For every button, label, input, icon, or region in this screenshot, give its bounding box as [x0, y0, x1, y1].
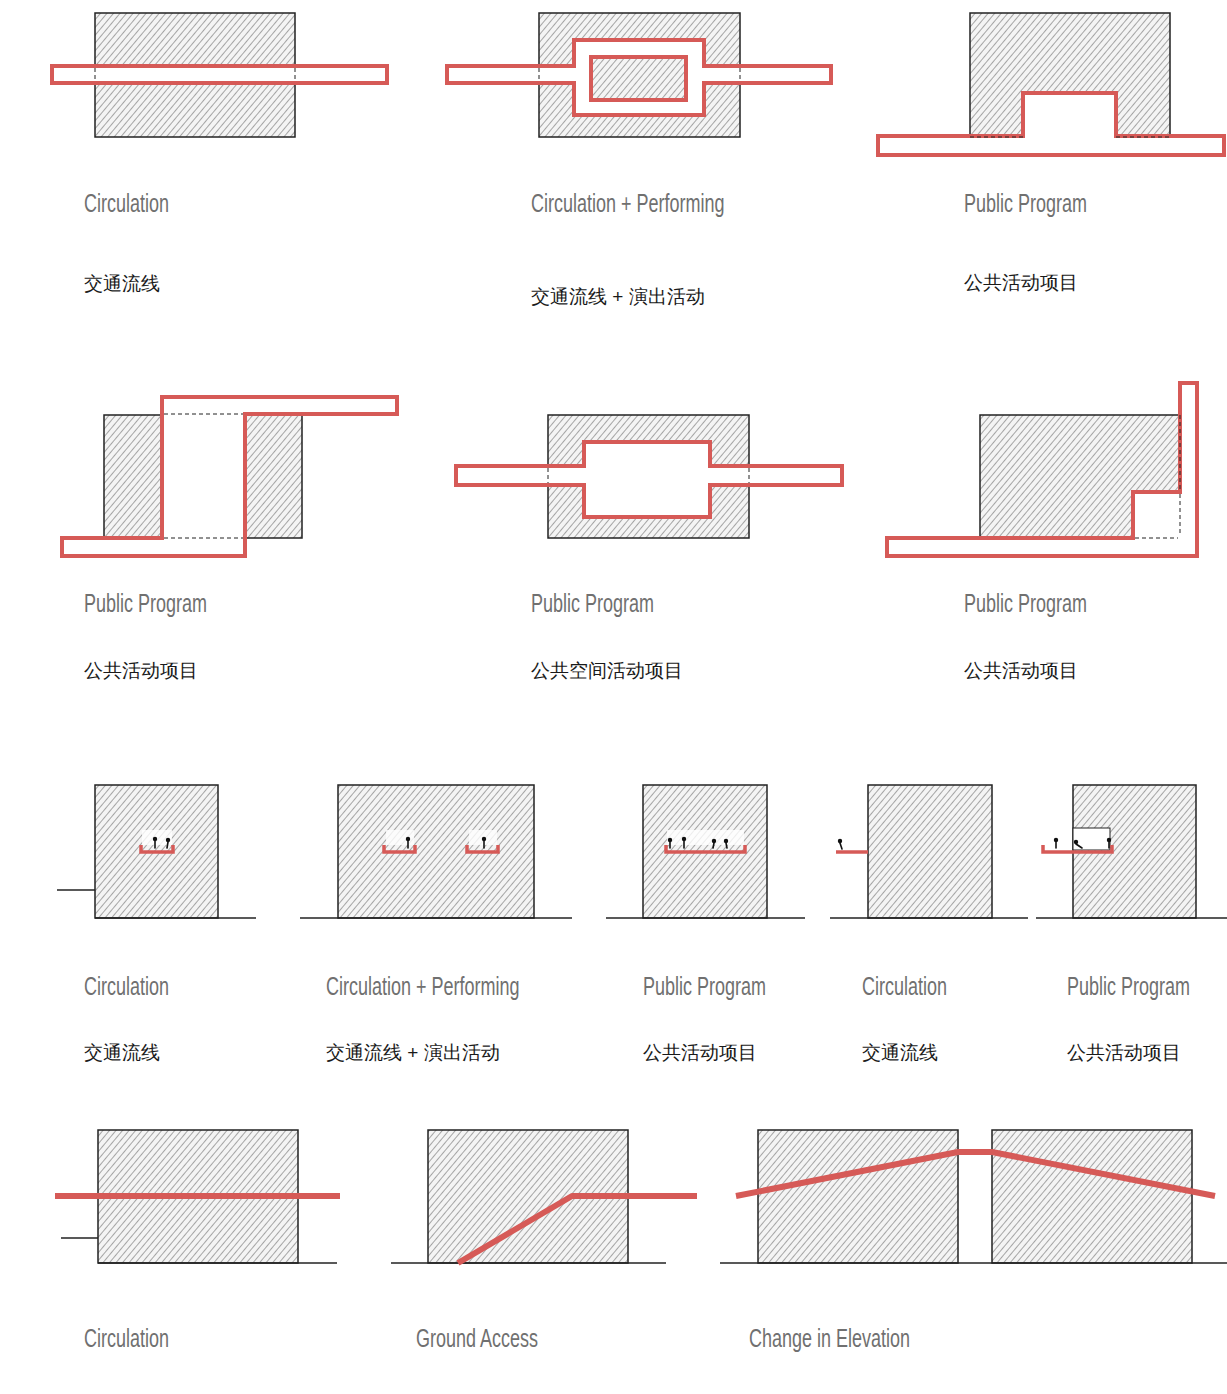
person [407, 838, 410, 848]
level-line [57, 889, 95, 891]
person [839, 840, 842, 849]
terrace [666, 845, 745, 852]
room-outline [1073, 828, 1110, 850]
caption-label: Circulation + Performing [531, 188, 725, 218]
caption-label: Public Program [964, 588, 1087, 618]
caption-label: Circulation [84, 188, 169, 218]
caption-label: Public Program [84, 588, 207, 618]
opening [667, 830, 744, 845]
building-section [992, 1130, 1192, 1263]
caption-label: 公共活动项目 [964, 272, 1078, 295]
building-section [338, 785, 534, 918]
dashed-edge [548, 468, 549, 483]
caption-label: 交通流线 + 演出活动 [326, 1042, 500, 1065]
dashed-edge [1116, 137, 1170, 138]
circulation-line [55, 1193, 340, 1199]
person [669, 839, 672, 848]
caption-label: Ground Access [416, 1323, 538, 1353]
caption-label: Circulation [84, 971, 169, 1001]
person [154, 838, 157, 848]
caption-label: Circulation [862, 971, 947, 1001]
caption-label: Public Program [964, 188, 1087, 218]
dashed-edge [1180, 415, 1181, 490]
building-block [104, 415, 162, 538]
person [725, 840, 728, 848]
ground-line [720, 1262, 1227, 1264]
caption-label: Change in Elevation [749, 1323, 910, 1353]
ramp-line [458, 1196, 697, 1263]
caption-label: 公共活动项目 [643, 1042, 757, 1065]
person [713, 840, 716, 848]
caption-label: Circulation + Performing [326, 971, 520, 1001]
building-section [643, 785, 767, 918]
person [1075, 841, 1082, 848]
building-section [95, 785, 218, 918]
caption-label: Public Program [1067, 971, 1190, 1001]
person [167, 839, 170, 848]
caption-label: 交通流线 [862, 1042, 938, 1065]
public-band [878, 93, 1224, 155]
person [483, 838, 486, 848]
dashed-edge [749, 468, 750, 483]
terrace [1043, 845, 1112, 852]
circulation-band [52, 66, 387, 83]
dashed-edge [740, 68, 741, 81]
building-section [868, 785, 992, 918]
public-band [887, 383, 1197, 556]
terrace [467, 845, 498, 852]
dashed-edge [95, 68, 96, 81]
dashed-edge [295, 68, 296, 81]
level-line [61, 1237, 98, 1239]
caption-label: 公共空间活动项目 [531, 660, 683, 683]
person [1108, 839, 1111, 848]
ground-line [95, 917, 256, 919]
person [1055, 839, 1058, 848]
caption-label: Circulation [84, 1323, 169, 1353]
caption-label: 公共活动项目 [964, 660, 1078, 683]
dashed-edge [164, 414, 243, 415]
caption-label: 交通流线 [84, 1042, 160, 1065]
dashed-edge [539, 68, 540, 81]
person [683, 838, 686, 848]
terrace [836, 850, 868, 854]
terrace [141, 845, 173, 852]
caption-label: Public Program [643, 971, 766, 1001]
public-band [456, 442, 842, 517]
dashed-edge [1180, 494, 1181, 536]
caption-label: 公共活动项目 [1067, 1042, 1181, 1065]
dashed-edge [164, 538, 243, 539]
ground-line [830, 917, 1028, 919]
building-section [758, 1130, 958, 1263]
caption-label: 交通流线 + 演出活动 [531, 286, 705, 309]
terrace [384, 845, 415, 852]
ground-line [1036, 917, 1227, 919]
caption-label: Public Program [531, 588, 654, 618]
building-block [245, 415, 302, 538]
ground-line [391, 1262, 666, 1264]
circulation-band [447, 40, 831, 115]
dashed-edge [970, 137, 1023, 138]
public-band [62, 397, 397, 556]
elevation-line [736, 1152, 1215, 1196]
performing-core [591, 57, 686, 100]
ground-line [98, 1262, 337, 1264]
ground-line [300, 917, 572, 919]
ground-line [606, 917, 805, 919]
caption-label: 交通流线 [84, 273, 160, 296]
opening [469, 830, 497, 845]
opening [386, 830, 414, 845]
caption-label: 公共活动项目 [84, 660, 198, 683]
dashed-edge [1135, 538, 1178, 539]
